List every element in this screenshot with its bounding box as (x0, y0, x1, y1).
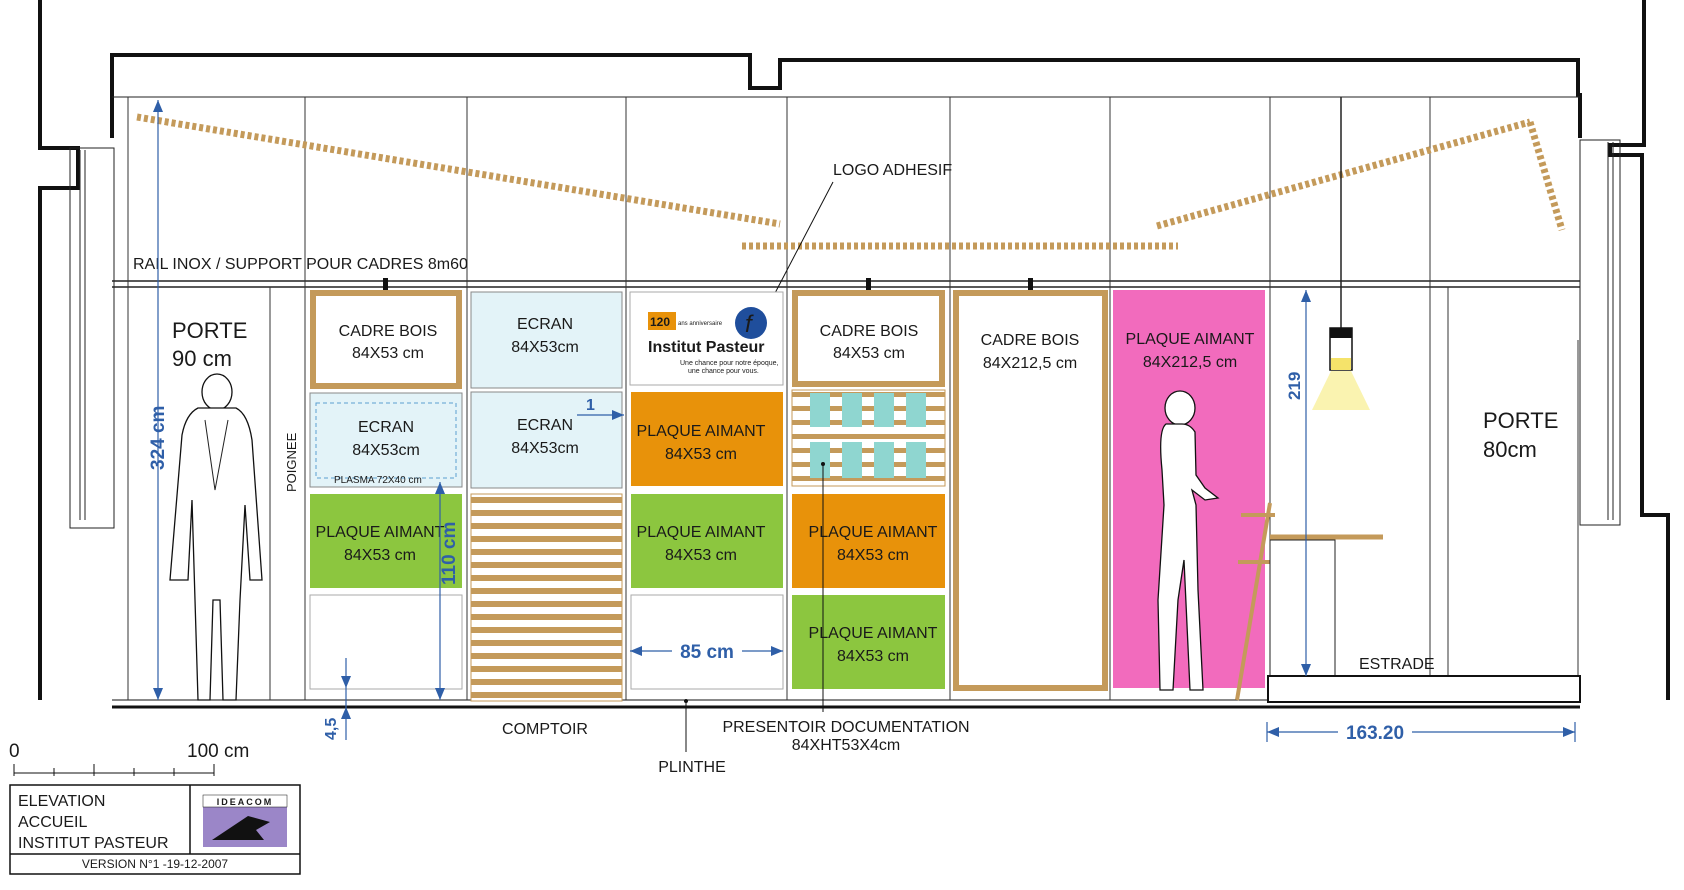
plaque-aimant-green-2 (631, 494, 783, 588)
dimension-45: 4,5 (323, 658, 351, 740)
svg-text:f: f (745, 311, 754, 338)
logo-adhesif-label: LOGO ADHESIF (833, 162, 952, 179)
svg-text:PLASMA 72X40 cm: PLASMA 72X40 cm (334, 475, 422, 486)
person-right (1157, 390, 1220, 691)
svg-text:84X53 cm: 84X53 cm (352, 345, 424, 362)
comptoir-label: COMPTOIR (502, 721, 588, 738)
plaque-aimant-orange-2 (792, 494, 945, 588)
rail-label: RAIL INOX / SUPPORT POUR CADRES 8m60 (133, 256, 468, 273)
ecran-3 (470, 391, 623, 489)
cadre-bois-1 (310, 290, 462, 389)
person-left (169, 373, 263, 701)
svg-text:PLAQUE AIMANT: PLAQUE AIMANT (1126, 331, 1255, 348)
svg-text:ACCUEIL: ACCUEIL (18, 814, 87, 831)
svg-text:PLAQUE AIMANT: PLAQUE AIMANT (809, 625, 938, 642)
svg-text:PLAQUE AIMANT: PLAQUE AIMANT (637, 524, 766, 541)
svg-text:120: 120 (650, 315, 670, 329)
estrade-area: ESTRADE (1267, 534, 1581, 703)
svg-text:IDEACOM: IDEACOM (217, 797, 274, 807)
svg-text:84X53 cm: 84X53 cm (837, 547, 909, 564)
left-door: PORTE 90 cm POIGNEE (172, 318, 299, 492)
svg-text:VERSION N°1 -19-12-2007: VERSION N°1 -19-12-2007 (82, 857, 229, 871)
svg-text:ELEVATION: ELEVATION (18, 793, 105, 810)
svg-text:85 cm: 85 cm (680, 642, 734, 663)
svg-text:84X53 cm: 84X53 cm (833, 345, 905, 362)
presentoir-documentation (791, 389, 946, 487)
plaque-aimant-orange-1 (631, 392, 783, 486)
svg-text:84X53 cm: 84X53 cm (665, 547, 737, 564)
svg-text:CADRE BOIS: CADRE BOIS (339, 323, 438, 340)
svg-text:Une chance pour notre époque,: Une chance pour notre époque, (680, 360, 779, 367)
ecran-2 (470, 291, 623, 389)
svg-text:84X212,5 cm: 84X212,5 cm (1143, 354, 1237, 371)
presentoir-label-1: PRESENTOIR DOCUMENTATION (722, 719, 969, 736)
svg-text:ECRAN: ECRAN (517, 417, 573, 434)
svg-text:163.20: 163.20 (1346, 723, 1404, 744)
plaque-aimant-green-1 (310, 494, 462, 588)
dimension-1: 1 (577, 397, 624, 420)
svg-text:90 cm: 90 cm (172, 346, 232, 371)
poignee-label: POIGNEE (284, 432, 299, 492)
plinthe-label: PLINTHE (658, 759, 726, 776)
svg-text:100 cm: 100 cm (187, 741, 249, 762)
svg-text:une chance pour vous.: une chance pour vous. (688, 368, 759, 375)
svg-text:80cm: 80cm (1483, 437, 1537, 462)
svg-text:PORTE: PORTE (172, 318, 247, 343)
dimension-110: 110 cm (435, 482, 460, 700)
dimension-219: 219 (1285, 290, 1311, 676)
svg-text:PORTE: PORTE (1483, 408, 1558, 433)
pendant-lamp-icon (1312, 97, 1370, 410)
panel-grid (127, 97, 1579, 700)
plaque-aimant-green-3 (792, 595, 945, 689)
right-door: PORTE 80cm (1483, 408, 1558, 462)
svg-text:ESTRADE: ESTRADE (1359, 656, 1435, 673)
ceiling-slats (136, 113, 1566, 250)
svg-text:PLAQUE AIMANT: PLAQUE AIMANT (637, 423, 766, 440)
cadre-bois-tall (953, 290, 1108, 691)
svg-text:0: 0 (9, 741, 20, 762)
dimension-16320: 163.20 (1266, 720, 1576, 744)
svg-text:ECRAN: ECRAN (517, 316, 573, 333)
svg-text:84X53cm: 84X53cm (511, 339, 579, 356)
svg-text:ECRAN: ECRAN (358, 419, 414, 436)
svg-text:84X53cm: 84X53cm (352, 442, 420, 459)
svg-text:84X53cm: 84X53cm (511, 440, 579, 457)
svg-text:PLAQUE AIMANT: PLAQUE AIMANT (316, 524, 445, 541)
institut-pasteur-logo: 120 ans anniversaire f Institut Pasteur … (629, 291, 784, 386)
ecran-1 (309, 392, 463, 488)
scale-bar: 0 100 cm (9, 741, 249, 776)
svg-text:219: 219 (1285, 372, 1304, 400)
svg-text:1: 1 (586, 397, 595, 414)
svg-text:84X53 cm: 84X53 cm (837, 648, 909, 665)
svg-text:PLAQUE AIMANT: PLAQUE AIMANT (809, 524, 938, 541)
dimension-324: 324 cm (148, 100, 169, 700)
rail-studs (383, 278, 1033, 290)
cadre-bois-2 (792, 290, 945, 387)
stool (1235, 502, 1275, 701)
title-block: ELEVATION ACCUEIL INSTITUT PASTEUR IDEAC… (9, 784, 301, 875)
comptoir-slats (470, 493, 623, 702)
svg-text:84X212,5 cm: 84X212,5 cm (983, 355, 1077, 372)
svg-text:84X53 cm: 84X53 cm (344, 547, 416, 564)
dimension-85: 85 cm (630, 640, 783, 663)
svg-text:84X53 cm: 84X53 cm (665, 446, 737, 463)
plasma-outline (315, 402, 457, 479)
svg-text:324 cm: 324 cm (148, 406, 169, 470)
svg-text:4,5: 4,5 (323, 718, 340, 740)
svg-text:110 cm: 110 cm (439, 522, 460, 585)
cabinet-1 (309, 594, 463, 690)
svg-text:CADRE BOIS: CADRE BOIS (820, 323, 919, 340)
svg-text:ans anniversaire: ans anniversaire (678, 321, 723, 327)
svg-text:Institut Pasteur: Institut Pasteur (648, 339, 764, 356)
presentoir-label-2: 84XHT53X4cm (792, 737, 901, 754)
svg-text:INSTITUT PASTEUR: INSTITUT PASTEUR (18, 835, 169, 852)
svg-text:CADRE BOIS: CADRE BOIS (981, 332, 1080, 349)
